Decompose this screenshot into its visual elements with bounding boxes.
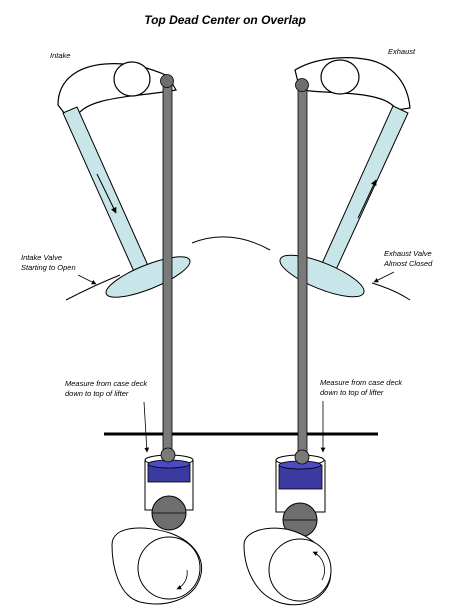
exhaust-valve-label-line1: Exhaust Valve bbox=[384, 249, 432, 258]
intake-rocker-pivot bbox=[113, 61, 151, 97]
chamber-wall-right bbox=[371, 282, 411, 301]
exhaust-direction-arrow bbox=[357, 179, 377, 219]
exhaust-cam-base-circle bbox=[268, 538, 332, 602]
measure-left-line2: down to top of lifter bbox=[65, 389, 129, 398]
intake-rocker-arm bbox=[57, 61, 177, 115]
intake-direction-arrow bbox=[96, 173, 117, 214]
exhaust-cam-rotation-arrow bbox=[312, 551, 325, 581]
combustion-chamber bbox=[65, 236, 411, 301]
exhaust-label: Exhaust bbox=[388, 47, 416, 56]
exhaust-valve-label-line2: Almost Closed bbox=[383, 259, 433, 268]
intake-label: Intake bbox=[50, 51, 70, 60]
exhaust-pushrod-tip bbox=[295, 78, 309, 92]
exhaust-rocker-arm bbox=[294, 57, 411, 111]
intake-valve-stem bbox=[62, 106, 151, 277]
diagram-title: Top Dead Center on Overlap bbox=[144, 13, 306, 27]
intake-valve-pointer bbox=[77, 274, 97, 285]
exhaust-valve-pointer bbox=[373, 271, 395, 283]
intake-valve-label-line2: Starting to Open bbox=[21, 263, 76, 272]
intake-cam-base-circle bbox=[137, 536, 201, 600]
exhaust-pushrod bbox=[297, 87, 308, 455]
chamber-roof bbox=[191, 236, 271, 251]
measure-left-pointer bbox=[143, 401, 150, 453]
intake-cam-rotation-arrow bbox=[176, 569, 188, 590]
measure-right-line2: down to top of lifter bbox=[320, 388, 384, 397]
intake-lifter bbox=[144, 447, 194, 531]
measure-left-line1: Measure from case deck bbox=[65, 379, 148, 388]
chamber-wall-left bbox=[65, 274, 121, 301]
intake-cam bbox=[111, 527, 203, 605]
exhaust-cam bbox=[243, 527, 332, 606]
intake-pushrod bbox=[162, 81, 173, 455]
exhaust-valve-head bbox=[279, 254, 365, 298]
intake-valve bbox=[62, 106, 191, 298]
measure-right-line1: Measure from case deck bbox=[320, 378, 403, 387]
intake-pushrod-tip bbox=[160, 74, 174, 88]
intake-valve-label-line1: Intake Valve bbox=[21, 253, 62, 262]
exhaust-rocker-pivot bbox=[320, 59, 360, 95]
exhaust-lifter bbox=[275, 449, 326, 538]
